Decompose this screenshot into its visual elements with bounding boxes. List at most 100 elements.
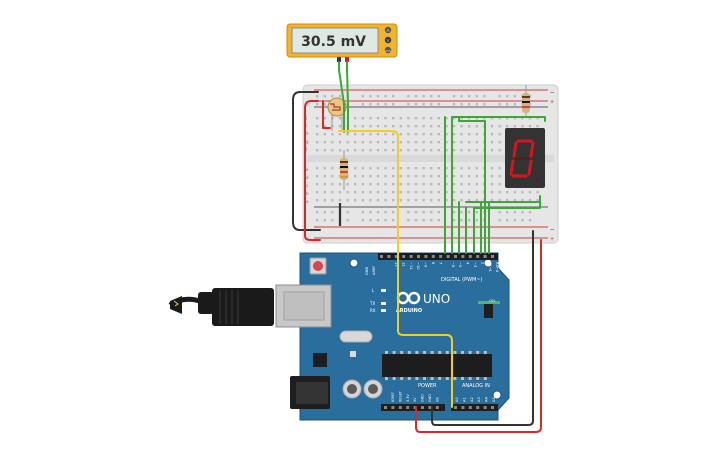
rail-hole[interactable] xyxy=(437,103,440,106)
breadboard-hole[interactable] xyxy=(536,199,539,202)
breadboard-hole[interactable] xyxy=(430,199,433,202)
breadboard-hole[interactable] xyxy=(361,199,364,202)
breadboard-hole[interactable] xyxy=(384,183,387,186)
terminal-a-icon[interactable] xyxy=(384,26,392,34)
breadboard-hole[interactable] xyxy=(490,167,494,170)
breadboard-hole[interactable] xyxy=(331,141,334,144)
breadboard-hole[interactable] xyxy=(498,183,501,186)
breadboard-hole[interactable] xyxy=(392,149,395,152)
breadboard-hole[interactable] xyxy=(528,199,532,202)
rail-hole[interactable] xyxy=(392,95,395,98)
breadboard-hole[interactable] xyxy=(361,117,364,120)
rail-hole[interactable] xyxy=(528,211,532,214)
breadboard-hole[interactable] xyxy=(483,117,486,120)
breadboard-hole[interactable] xyxy=(498,117,501,120)
digital-pin-hole[interactable] xyxy=(439,255,443,258)
breadboard-hole[interactable] xyxy=(338,133,342,136)
bottom-pin-holes[interactable] xyxy=(384,406,494,409)
breadboard-hole[interactable] xyxy=(506,125,509,128)
breadboard-hole[interactable] xyxy=(354,125,357,128)
wire-ldr-vcc[interactable] xyxy=(322,100,331,129)
breadboard-hole[interactable] xyxy=(376,183,380,186)
breadboard-hole[interactable] xyxy=(369,183,372,186)
rail-hole[interactable] xyxy=(506,103,509,106)
breadboard-hole[interactable] xyxy=(422,125,425,128)
breadboard-hole[interactable] xyxy=(422,175,425,178)
breadboard-hole[interactable] xyxy=(490,199,494,202)
breadboard-hole[interactable] xyxy=(338,149,342,152)
rail-hole[interactable] xyxy=(331,95,334,98)
power-pin-hole[interactable] xyxy=(428,406,432,409)
breadboard-hole[interactable] xyxy=(513,117,516,120)
digital-pin-hole[interactable] xyxy=(402,255,406,258)
rail-hole[interactable] xyxy=(498,95,501,98)
breadboard-hole[interactable] xyxy=(316,191,319,194)
breadboard-hole[interactable] xyxy=(376,199,380,202)
breadboard-hole[interactable] xyxy=(460,133,463,136)
rail-hole[interactable] xyxy=(483,103,486,106)
breadboard-hole[interactable] xyxy=(323,175,326,178)
reset-button-cap[interactable] xyxy=(313,261,323,271)
breadboard-hole[interactable] xyxy=(323,117,326,120)
breadboard-hole[interactable] xyxy=(369,149,372,152)
breadboard-hole[interactable] xyxy=(422,199,425,202)
digital-pin-hole[interactable] xyxy=(424,255,428,258)
rail-hole[interactable] xyxy=(506,219,509,222)
breadboard-hole[interactable] xyxy=(445,125,448,128)
rail-hole[interactable] xyxy=(422,95,425,98)
wire-analog-a0[interactable] xyxy=(338,130,453,408)
breadboard-hole[interactable] xyxy=(490,191,494,194)
rail-hole[interactable] xyxy=(513,103,516,106)
breadboard-hole[interactable] xyxy=(506,199,509,202)
rail-hole[interactable] xyxy=(468,219,471,222)
usb-cable[interactable] xyxy=(168,288,274,326)
rail-hole[interactable] xyxy=(513,95,516,98)
breadboard-hole[interactable] xyxy=(369,175,372,178)
breadboard-hole[interactable] xyxy=(498,149,501,152)
breadboard-hole[interactable] xyxy=(422,141,425,144)
breadboard-hole[interactable] xyxy=(475,199,478,202)
breadboard-hole[interactable] xyxy=(354,149,357,152)
breadboard-hole[interactable] xyxy=(437,191,440,194)
breadboard-hole[interactable] xyxy=(392,141,395,144)
breadboard-hole[interactable] xyxy=(338,125,342,128)
terminal-ma-icon[interactable] xyxy=(384,46,392,54)
breadboard-hole[interactable] xyxy=(445,167,448,170)
breadboard-hole[interactable] xyxy=(414,175,418,178)
analog-pin-hole[interactable] xyxy=(468,406,472,409)
rail-hole[interactable] xyxy=(361,211,364,214)
breadboard-hole[interactable] xyxy=(376,167,380,170)
breadboard-hole[interactable] xyxy=(430,117,433,120)
breadboard-hole[interactable] xyxy=(414,125,418,128)
breadboard-hole[interactable] xyxy=(452,199,456,202)
breadboard-hole[interactable] xyxy=(422,133,425,136)
breadboard-hole[interactable] xyxy=(331,183,334,186)
breadboard-hole[interactable] xyxy=(468,149,471,152)
rail-hole[interactable] xyxy=(521,219,524,222)
resistor-display[interactable] xyxy=(522,85,530,118)
breadboard-hole[interactable] xyxy=(460,149,463,152)
breadboard-hole[interactable] xyxy=(316,167,319,170)
breadboard-hole[interactable] xyxy=(384,199,387,202)
breadboard-hole[interactable] xyxy=(399,167,402,170)
breadboard-hole[interactable] xyxy=(460,175,463,178)
power-pin-hole[interactable] xyxy=(421,406,424,409)
breadboard-hole[interactable] xyxy=(490,125,494,128)
rail-hole[interactable] xyxy=(346,211,349,214)
breadboard-hole[interactable] xyxy=(323,167,326,170)
terminal-v-icon[interactable] xyxy=(384,36,392,44)
breadboard-hole[interactable] xyxy=(445,199,448,202)
rail-hole[interactable] xyxy=(475,103,478,106)
rail-hole[interactable] xyxy=(452,219,456,222)
rail-hole[interactable] xyxy=(498,103,501,106)
breadboard-hole[interactable] xyxy=(430,141,433,144)
rail-hole[interactable] xyxy=(392,103,395,106)
rail-hole[interactable] xyxy=(468,95,471,98)
breadboard-hole[interactable] xyxy=(399,125,402,128)
breadboard-hole[interactable] xyxy=(407,141,410,144)
rail-hole[interactable] xyxy=(506,211,509,214)
breadboard-hole[interactable] xyxy=(361,125,364,128)
breadboard-hole[interactable] xyxy=(361,167,364,170)
breadboard-hole[interactable] xyxy=(498,191,501,194)
